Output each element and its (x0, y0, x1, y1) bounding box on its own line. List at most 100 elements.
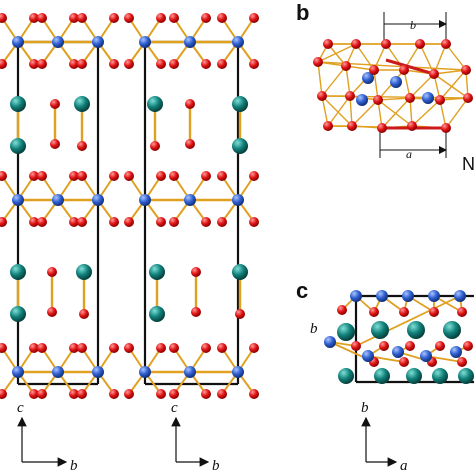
axes-indicator-1: c b (17, 400, 78, 474)
oxygen-atom (29, 343, 39, 353)
metal-atom-teal (407, 321, 425, 339)
oxygen-atom (69, 217, 79, 227)
panel-b-dim-label-b: b (410, 18, 416, 32)
oxygen-atom (399, 357, 409, 367)
oxygen-atom (405, 93, 415, 103)
bond (439, 69, 467, 101)
panel-b-dim-label-a: a (406, 147, 412, 161)
metal-atom-blue (92, 36, 104, 48)
structure-column-1 (0, 13, 119, 399)
oxygen-atom (124, 389, 134, 399)
metal-atom-teal (374, 368, 390, 384)
metal-atom-blue (12, 194, 24, 206)
axes-indicator-3: b a (361, 400, 408, 474)
oxygen-atom (0, 171, 7, 181)
oxygen-atom (217, 389, 227, 399)
metal-atom-teal (232, 96, 248, 112)
oxygen-atom (0, 13, 7, 23)
oxygen-atom (29, 59, 39, 69)
oxygen-atom (69, 389, 79, 399)
metal-atom-teal (337, 323, 355, 341)
bond (373, 69, 379, 101)
bond (321, 95, 353, 127)
bond (345, 65, 351, 97)
bond (411, 99, 441, 127)
bond (321, 65, 347, 97)
metal-atom-teal (458, 368, 474, 384)
oxygen-atom (109, 389, 119, 399)
axis-label-horizontal: b (70, 458, 78, 474)
oxygen-atom (249, 343, 259, 353)
oxygen-atom (407, 121, 417, 131)
oxygen-atom (217, 343, 227, 353)
metal-atom-blue (392, 346, 404, 358)
oxygen-atom (341, 61, 351, 71)
oxygen-atom (169, 13, 179, 23)
oxygen-atom (124, 171, 134, 181)
metal-atom-teal (10, 264, 26, 280)
oxygen-atom (29, 389, 39, 399)
metal-atom-blue (139, 194, 151, 206)
oxygen-atom (369, 65, 379, 75)
metal-atom-blue (184, 366, 196, 378)
oxygen-atom (249, 13, 259, 23)
oxygen-atom (323, 39, 333, 49)
oxygen-atom (156, 343, 166, 353)
oxygen-atom (37, 171, 47, 181)
bond (419, 43, 435, 75)
metal-atom-blue (362, 350, 374, 362)
bond (321, 95, 329, 127)
oxygen-atom (201, 13, 211, 23)
panel-label-b: b (296, 0, 309, 25)
oxygen-atom (77, 389, 87, 399)
metal-atom-blue (390, 76, 402, 88)
oxygen-atom (249, 217, 259, 227)
bond (445, 43, 467, 71)
oxygen-atom (150, 141, 160, 151)
oxygen-atom (109, 13, 119, 23)
oxygen-atom (457, 307, 467, 317)
oxygen-atom (69, 171, 79, 181)
metal-atom-teal (149, 306, 165, 322)
oxygen-atom (435, 341, 445, 351)
oxygen-atom (79, 309, 89, 319)
oxygen-atom (124, 217, 134, 227)
bond (433, 73, 469, 99)
metal-atom-blue (12, 366, 24, 378)
oxygen-atom (69, 59, 79, 69)
metal-atom-blue (12, 36, 24, 48)
axis-label-vertical: c (17, 400, 24, 416)
oxygen-atom (201, 217, 211, 227)
oxygen-atom (185, 139, 195, 149)
metal-atom-teal (338, 368, 354, 384)
metal-atom-blue (184, 194, 196, 206)
bond (433, 69, 467, 75)
oxygen-atom (77, 59, 87, 69)
oxygen-atom (169, 171, 179, 181)
oxygen-atom (345, 91, 355, 101)
oxygen-atom (69, 343, 79, 353)
oxygen-atom (29, 13, 39, 23)
bond (377, 99, 413, 127)
oxygen-atom (441, 123, 451, 133)
panel-c-axis-label-b: b (310, 321, 318, 337)
oxygen-atom (249, 59, 259, 69)
oxygen-atom (37, 13, 47, 23)
oxygen-atom (399, 307, 409, 317)
oxygen-atom (37, 217, 47, 227)
metal-atom-blue (232, 366, 244, 378)
metal-atom-blue (324, 336, 336, 348)
panel-a-structure (0, 13, 259, 399)
metal-atom-blue (362, 72, 374, 84)
oxygen-atom (463, 341, 473, 351)
metal-atom-blue (52, 194, 64, 206)
oxygen-atom (169, 389, 179, 399)
oxygen-atom (185, 99, 195, 109)
panel-label-c: c (296, 278, 308, 303)
oxygen-atom (77, 13, 87, 23)
oxygen-atom (77, 343, 87, 353)
oxygen-atom (201, 389, 211, 399)
oxygen-atom (463, 93, 473, 103)
axis-label-horizontal: b (212, 458, 220, 474)
oxygen-atom (347, 121, 357, 131)
